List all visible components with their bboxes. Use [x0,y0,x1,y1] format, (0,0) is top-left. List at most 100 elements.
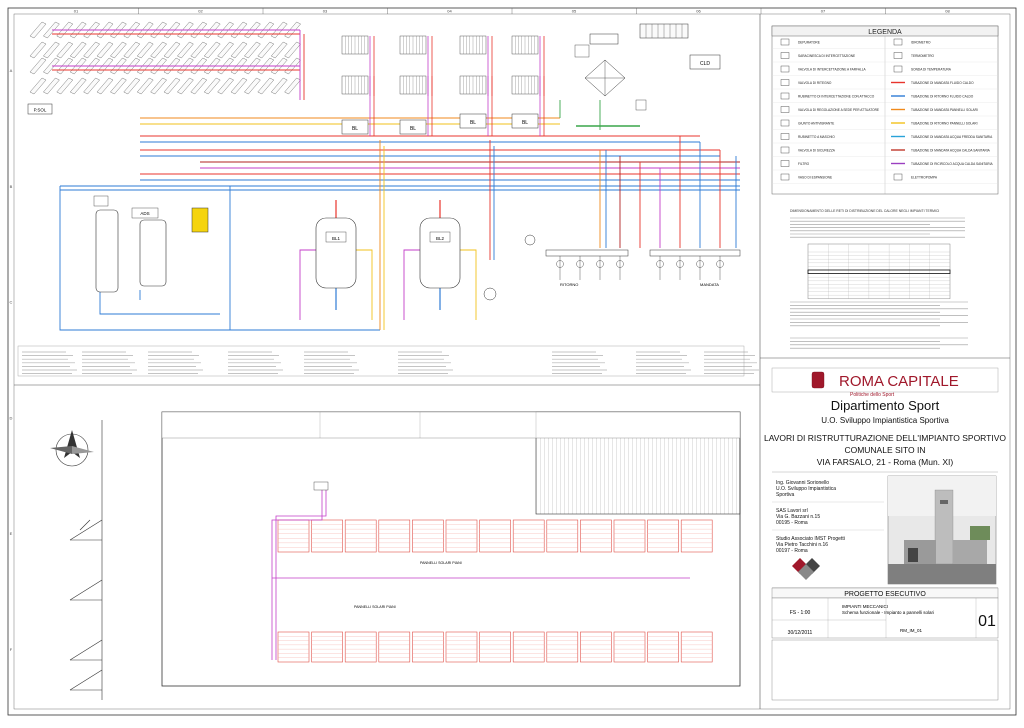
legend-item-label: TUBAZIONE DI MANDATA ACQUA FREDDA SANITA… [911,135,993,139]
legend-symbol [893,52,903,59]
subject-desc: Schema funzionale - Impianto a pannelli … [842,610,934,615]
bl-label-1: BL [352,126,358,132]
expansion-vessels [483,234,536,301]
roof-solar-panels [277,519,713,663]
solar-collector-row [29,41,301,59]
row-label: B [10,184,13,189]
solar-collector-row [29,77,301,95]
mandata-label: MANDATA [700,282,719,287]
legend-symbol [780,79,790,86]
mounting-section [69,420,103,700]
legend-item-label: TERMOMETRO [911,54,935,58]
legend-symbol [893,173,903,181]
pipe [59,186,380,331]
legend-symbol [780,173,790,181]
pipe [356,249,373,320]
pipe-network [52,29,740,331]
roof-panel [512,631,545,663]
roof-panel [613,519,646,553]
legend-item-label: TUBAZIONE DI MANDATA ACQUA CALDA SANITAR… [911,149,991,153]
roof-panel [580,519,612,553]
column-label: 03 [323,9,328,14]
legend-item-label: TUBAZIONE DI RITORNO PANNELLI SOLARI [911,122,978,126]
radiator [399,75,433,136]
roof-panel [412,631,444,663]
legend-item-label: RUBINETTO A MASCHIO [798,135,835,139]
ads-label: ADS [140,211,149,216]
legend-item-label: VASO DI ESPANSIONE [798,176,832,180]
roof-panel [277,631,310,663]
legend-item-label: GIUNTO ANTIVIBRANTE [798,122,834,126]
file-code: RM_IM_01 [900,628,923,633]
legend-symbol [893,38,903,46]
row-label: C [10,300,13,305]
solar-collector-rows [29,21,301,95]
column-label: 04 [447,9,452,14]
legend-item-label: VALVOLA DI RITEGNO [798,81,832,85]
studio-address: Via Pietro Tacchini n.16 [776,542,828,548]
cld-label: CLD [700,61,710,67]
psol-tag [27,103,53,115]
panels-a-label: PANNELLI SOLARI PIANI [420,561,462,565]
roof-panel [445,519,478,553]
title-block: ROMA CAPITALE Politiche dello Sport Dipa… [764,367,1006,701]
roof-panel [680,631,713,663]
row-label: E [10,531,13,536]
roof-panel [311,519,343,553]
pipe [460,249,477,320]
legend-symbol [780,119,790,127]
studio-city: 00197 - Roma [776,548,808,554]
row-label: D [10,415,13,420]
radiator [459,75,493,136]
bl-label-3: BL [470,120,476,126]
scale-value: FS - 1:00 [790,610,811,616]
roof-panel [479,631,511,663]
dim-title: DIMENSIONAMENTO DELLE RETI DI DISTRIBUZI… [790,209,939,213]
subject: IMPIANTI MECCANICI [842,604,888,609]
sheet-number: 01 [978,613,996,630]
legend-item-label: VALVOLA DI INTERCETTAZIONE A FARFALLA [798,68,867,72]
roof-panel [378,631,411,663]
roof-panel [277,519,310,553]
legend-item-label: TUBAZIONE DI RICIRCOLO ACQUA CALDA SANIT… [911,162,993,166]
roof-panel [680,519,713,553]
column-label: 05 [572,9,577,14]
column-label: 07 [821,9,826,14]
legend-item-label: SONDA DI TEMPERATURA [911,68,952,72]
storage-tanks: BL1 BL2 [315,217,461,289]
psol-label: P.SOL [34,108,47,113]
legend-item-label: SARACINESCA DI INTERCETTAZIONE [798,54,855,58]
row-labels: A B C D E F [10,68,13,652]
legend-title: LEGENDA [868,29,902,36]
roof-panel [344,631,377,663]
legend-symbol [780,52,790,59]
legend-item-label: VALVOLA DI REGOLAZIONE A SEDE PER ATTUAT… [798,108,879,112]
date-value: 30/12/2011 [788,630,813,636]
company: SAS Lavori srl [776,508,808,514]
hydraulic-schematic: P.SOL BL BL BL BL CLD [17,21,759,377]
legend-item-label: FILTRO [798,162,810,166]
row-label: A [10,68,13,73]
roof-panel [378,519,411,553]
legend-symbol [780,133,790,140]
building-photo [887,475,997,585]
revision-table [771,639,999,701]
bl-label-2: BL [410,126,416,132]
roof-plan: PANNELLI SOLARI PIANI PANNELLI SOLARI PI… [50,411,741,700]
legend-item-label: RUBINETTO DI INTERCETTAZIONE CON ATTACCO [798,95,875,99]
legend-item-label: TUBAZIONE DI MANDATA FLUIDO CALDO [911,81,974,85]
roof-panel [344,519,377,553]
column-label: 02 [198,9,203,14]
row-label: F [10,647,13,652]
project-line-1: LAVORI DI RISTRUTTURAZIONE DELL'IMPIANTO… [764,433,1006,443]
legend-symbol [780,160,790,167]
company-address: Via G. Bazzani n.15 [776,514,820,520]
radiator [459,35,493,96]
legend-symbol [780,65,790,73]
radiator [511,75,545,136]
legend-item-label: VALVOLA DI SICUREZZA [798,149,836,153]
person1: Ing. Giovanni Sorionello [776,480,829,486]
